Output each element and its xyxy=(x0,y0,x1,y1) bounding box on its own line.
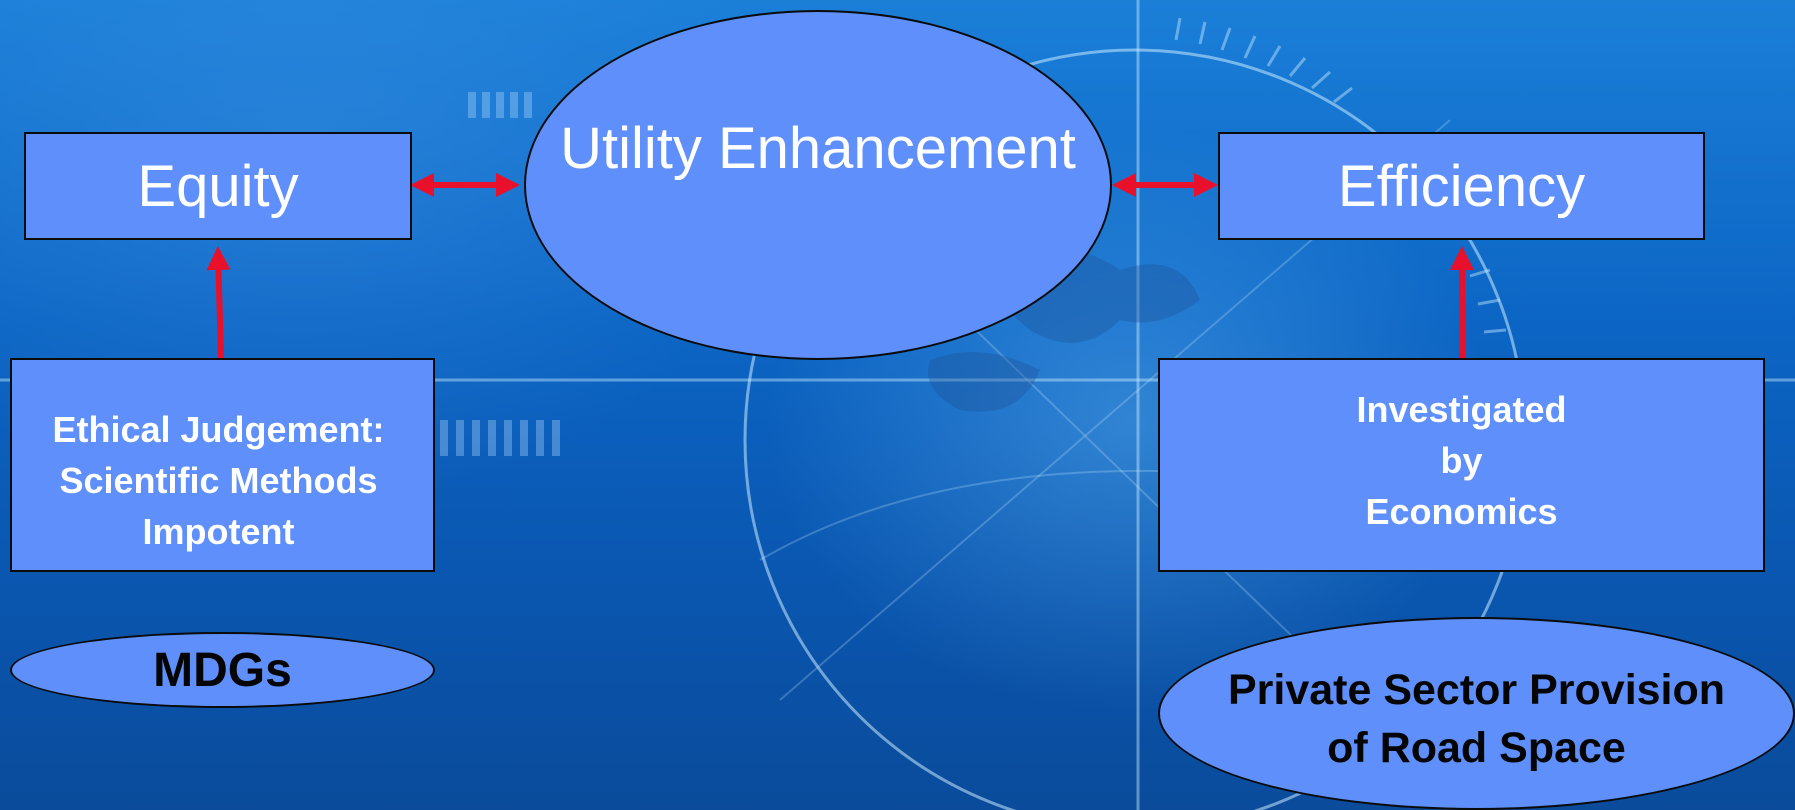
investigated-label: Investigated by Economics xyxy=(1356,388,1567,532)
mdgs-node: MDGs xyxy=(10,632,435,708)
mdgs-label: MDGs xyxy=(153,643,292,697)
investigated-node: Investigated by Economics xyxy=(1158,358,1765,572)
equity-label: Equity xyxy=(137,153,299,219)
equity-node: Equity xyxy=(24,132,412,240)
ethical-judgement-node: Ethical Judgement: Scientific Methods Im… xyxy=(10,358,435,572)
efficiency-label: Efficiency xyxy=(1337,153,1586,219)
utility-enhancement-label: Utility Enhancement xyxy=(560,115,1076,181)
private-sector-label: Private Sector Provision of Road Space xyxy=(1227,665,1726,772)
ethical-judgement-label: Ethical Judgement: Scientific Methods Im… xyxy=(52,408,385,552)
utility-enhancement-node: Utility Enhancement xyxy=(524,10,1112,360)
efficiency-node: Efficiency xyxy=(1218,132,1705,240)
private-sector-node: Private Sector Provision of Road Space xyxy=(1158,617,1795,810)
ethical-equity-arrow xyxy=(206,246,231,359)
